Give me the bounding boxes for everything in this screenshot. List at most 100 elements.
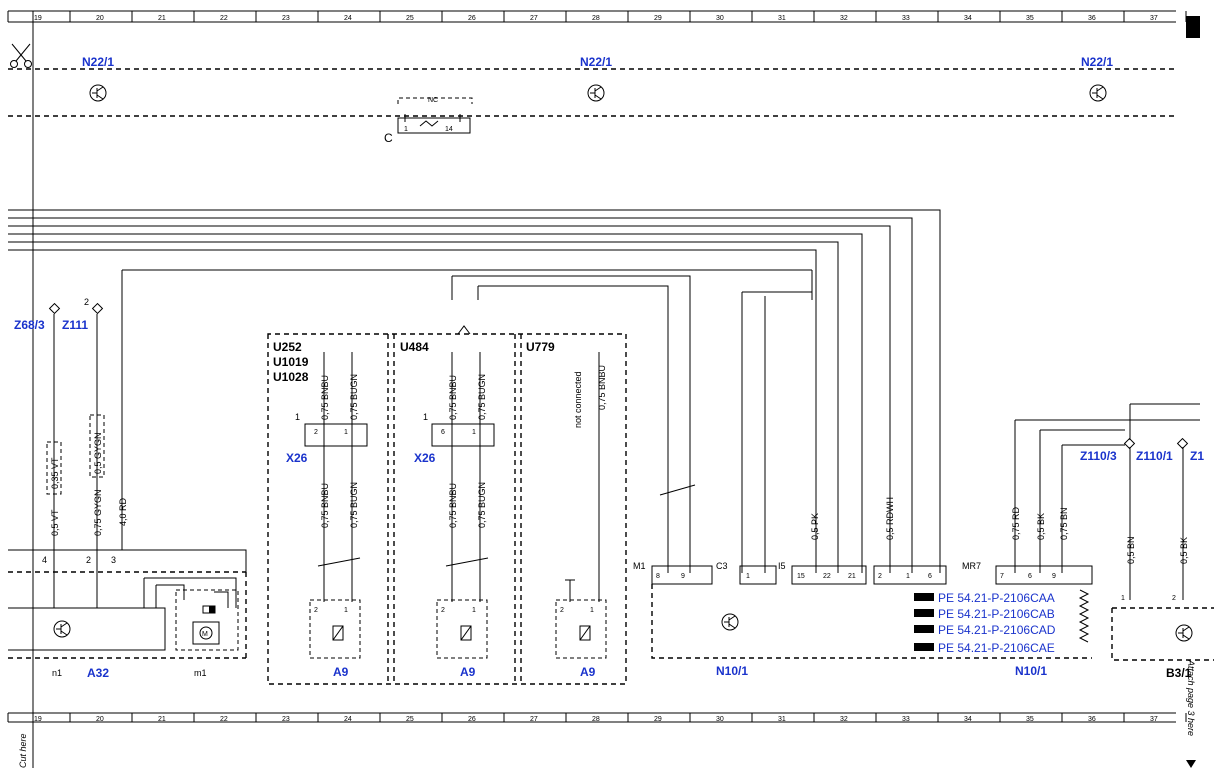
hand-pointer-icon (914, 593, 934, 651)
ruler-number: 21 (158, 15, 166, 22)
svg-text:m1: m1 (194, 668, 207, 678)
ruler-number: 25 (406, 716, 414, 723)
variant-u252: U252 U1019 U1028 0,75 BNBU 0,75 BUGN 1 2… (273, 340, 368, 679)
ruler-number: 37 (1150, 15, 1158, 22)
ruler-number: 22 (220, 716, 228, 723)
a32-module: M n1 A32 m1 (8, 571, 247, 680)
svg-text:0,5 BK: 0,5 BK (1036, 513, 1046, 540)
svg-text:2: 2 (314, 607, 318, 614)
svg-text:2: 2 (441, 607, 445, 614)
svg-text:0,75 BNBU: 0,75 BNBU (320, 483, 330, 528)
ruler-number: 25 (406, 15, 414, 22)
svg-text:0,75 BNBU: 0,75 BNBU (448, 483, 458, 528)
svg-text:7: 7 (1000, 573, 1004, 580)
ruler-number: 37 (1150, 716, 1158, 723)
n22-label: N22/1 (1081, 55, 1113, 69)
svg-text:PE 54.21-P-2106CAA: PE 54.21-P-2106CAA (938, 591, 1055, 605)
transistor-icon (721, 613, 739, 631)
svg-text:0,75 GYGN: 0,75 GYGN (93, 489, 103, 536)
transistor-icon (1175, 624, 1193, 642)
ruler-number: 30 (716, 15, 724, 22)
svg-text:B3/1: B3/1 (1166, 666, 1192, 680)
svg-text:9: 9 (681, 573, 685, 580)
svg-text:6: 6 (928, 573, 932, 580)
svg-text:4: 4 (42, 555, 47, 565)
svg-text:1: 1 (423, 412, 428, 422)
ruler-number: 35 (1026, 15, 1034, 22)
ruler-number: 20 (96, 15, 104, 22)
svg-text:1: 1 (906, 573, 910, 580)
svg-text:Z110/1: Z110/1 (1136, 449, 1173, 463)
svg-text:9: 9 (1052, 573, 1056, 580)
scissors-icon (10, 43, 32, 68)
svg-text:8: 8 (656, 573, 660, 580)
ruler-number: 34 (964, 716, 972, 723)
svg-text:PE 54.21-P-2106CAD: PE 54.21-P-2106CAD (938, 623, 1056, 637)
variant-u484: U484 0,75 BNBU 0,75 BUGN 1 6 1 X26 0,75 … (400, 340, 495, 679)
svg-text:2: 2 (878, 573, 882, 580)
ruler-number: 28 (592, 15, 600, 22)
svg-text:3: 3 (111, 555, 116, 565)
a32-wires: 0,35 VT 0,5 GYGN 0,5 VT 0,75 GYGN 4,0 RD… (8, 414, 247, 573)
ruler-number: 31 (778, 716, 786, 723)
n10-module: M1 C3 I5 MR7 8 9 1 15 22 21 2 1 6 7 6 9 … (633, 561, 1093, 678)
svg-text:M1: M1 (633, 561, 646, 571)
svg-text:14: 14 (445, 126, 453, 133)
svg-text:0,5 BK: 0,5 BK (1179, 537, 1189, 564)
svg-text:0,5 VT: 0,5 VT (50, 509, 60, 536)
ruler-number: 26 (468, 716, 476, 723)
svg-text:0,75 BNBU: 0,75 BNBU (320, 375, 330, 420)
svg-text:0,75 BUGN: 0,75 BUGN (477, 482, 487, 528)
svg-text:15: 15 (797, 573, 805, 580)
svg-text:1: 1 (472, 429, 476, 436)
harness-lines (8, 209, 941, 573)
svg-text:not connected: not connected (573, 371, 583, 428)
svg-text:0,75 BN: 0,75 BN (1059, 507, 1069, 540)
ruler-number: 20 (96, 716, 104, 723)
ruler-number: 32 (840, 716, 848, 723)
svg-text:1: 1 (344, 607, 348, 614)
svg-text:N10/1: N10/1 (716, 664, 748, 678)
svg-text:U1019: U1019 (273, 355, 309, 369)
svg-text:Z68/3: Z68/3 (14, 318, 45, 332)
cut-here-text: Cut here (18, 733, 28, 768)
svg-text:1: 1 (746, 573, 750, 580)
ruler-number: 31 (778, 15, 786, 22)
svg-text:M: M (202, 631, 208, 638)
svg-text:0,75 BNBU: 0,75 BNBU (448, 375, 458, 420)
svg-text:1: 1 (404, 126, 408, 133)
ruler-number: 19 (34, 716, 42, 723)
ruler-number: 33 (902, 716, 910, 723)
variant-group (267, 325, 627, 685)
svg-text:C3: C3 (716, 561, 728, 571)
n10-wires: 0,5 PK 0,5 RDWH 0,75 RD 0,5 BK 0,75 BN (810, 403, 1200, 573)
svg-text:A32: A32 (87, 666, 109, 680)
svg-text:A9: A9 (333, 665, 349, 679)
svg-text:C: C (384, 131, 393, 145)
ruler-number: 33 (902, 15, 910, 22)
svg-text:2: 2 (560, 607, 564, 614)
ruler-number: 23 (282, 15, 290, 22)
svg-text:22: 22 (823, 573, 831, 580)
ruler-number: 19 (34, 15, 42, 22)
arrow-down-icon (1186, 760, 1196, 768)
ruler-number: 28 (592, 716, 600, 723)
ruler-number: 21 (158, 716, 166, 723)
attach-page-text: Attach page 3 here (1186, 659, 1196, 736)
svg-text:1: 1 (1121, 595, 1125, 602)
ruler-number: 34 (964, 15, 972, 22)
ruler-number: 22 (220, 15, 228, 22)
svg-text:PE 54.21-P-2106CAB: PE 54.21-P-2106CAB (938, 607, 1055, 621)
svg-text:N10/1: N10/1 (1015, 664, 1047, 678)
svg-text:0,35 VT: 0,35 VT (50, 457, 60, 489)
ruler-number: 32 (840, 15, 848, 22)
variant-u779: U779 not connected 0,75 BNBU 2 1 A9 (526, 340, 607, 679)
svg-text:I5: I5 (778, 561, 786, 571)
b3-module: 1 2 B3/1 (1111, 595, 1214, 680)
svg-text:4,0 RD: 4,0 RD (118, 497, 128, 526)
svg-text:0,75 BUGN: 0,75 BUGN (349, 374, 359, 420)
svg-text:0,5 BN: 0,5 BN (1126, 536, 1136, 564)
svg-text:1: 1 (590, 607, 594, 614)
